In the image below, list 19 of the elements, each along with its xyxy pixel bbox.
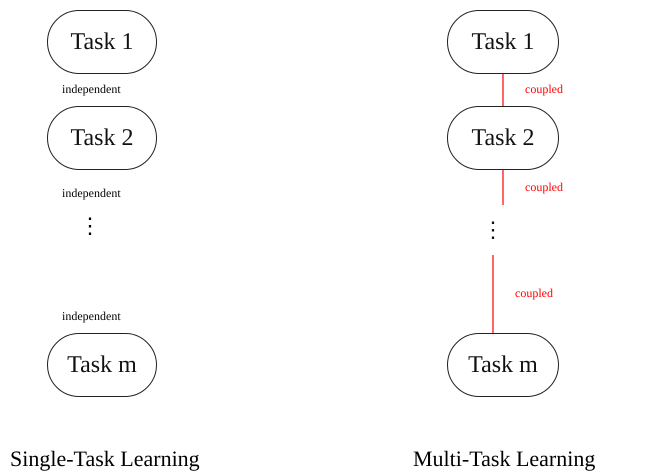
annotation-text: independent bbox=[62, 309, 121, 324]
connector-line bbox=[502, 74, 504, 106]
task-node: Task 2 bbox=[447, 106, 559, 170]
edge-label: coupled bbox=[525, 82, 563, 97]
ellipsis-text: ⋮ bbox=[478, 205, 508, 255]
ellipsis-text: ⋮ bbox=[79, 213, 101, 239]
annotation-text: independent bbox=[62, 186, 121, 201]
caption-text: Multi-Task Learning bbox=[413, 446, 596, 472]
edge-label: coupled bbox=[515, 286, 553, 301]
task-node: Task 2 bbox=[47, 106, 157, 170]
task-node: Task m bbox=[447, 333, 559, 397]
task-node: Task m bbox=[47, 333, 157, 397]
connector-line bbox=[492, 255, 494, 333]
annotation-text: independent bbox=[62, 82, 121, 97]
edge-label: coupled bbox=[525, 180, 563, 194]
connector-line bbox=[502, 170, 504, 205]
task-node: Task 1 bbox=[447, 10, 559, 74]
caption-text: Single-Task Learning bbox=[10, 446, 200, 472]
task-node: Task 1 bbox=[47, 10, 157, 74]
